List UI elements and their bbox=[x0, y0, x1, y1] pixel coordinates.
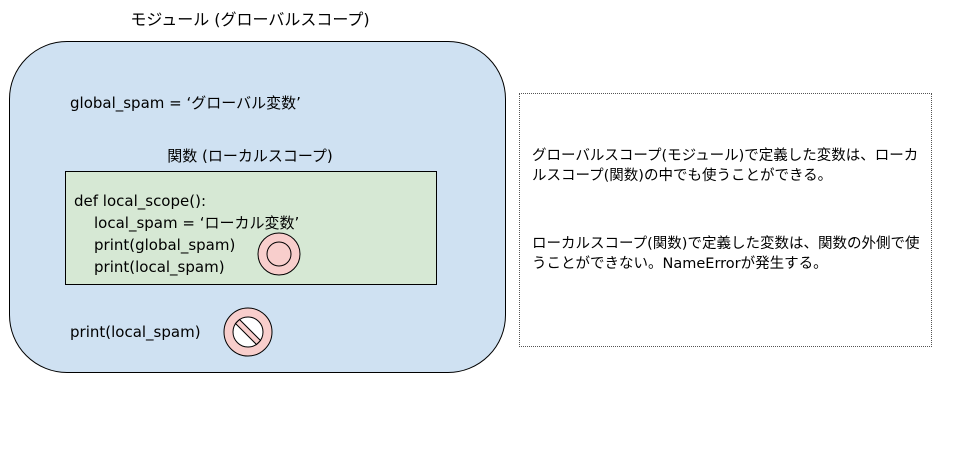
explanation-note: グローバルスコープ(モジュール)で定義した変数は、ローカルスコープ(関数)の中で… bbox=[519, 93, 932, 347]
code-line-local-assignment: local_spam = ‘ローカル変数’ bbox=[94, 214, 300, 232]
module-print-local: print(local_spam) bbox=[70, 323, 201, 341]
allowed-circle-icon bbox=[257, 232, 301, 276]
code-line-def: def local_scope(): bbox=[74, 192, 206, 210]
global-variable-assignment: global_spam = ‘グローバル変数’ bbox=[70, 94, 301, 112]
function-scope-box: def local_scope(): local_spam = ‘ローカル変数’… bbox=[65, 171, 437, 285]
prohibited-icon bbox=[223, 307, 273, 357]
code-line-print-global: print(global_spam) bbox=[94, 236, 236, 254]
module-scope-title: モジュール (グローバルスコープ) bbox=[130, 10, 370, 29]
code-line-print-local: print(local_spam) bbox=[94, 258, 225, 276]
function-scope-title: 関数 (ローカルスコープ) bbox=[167, 147, 333, 165]
note-paragraph-global: グローバルスコープ(モジュール)で定義した変数は、ローカルスコープ(関数)の中で… bbox=[532, 148, 919, 184]
note-paragraph-local: ローカルスコープ(関数)で定義した変数は、関数の外側で使うことができない。Nam… bbox=[532, 236, 920, 272]
